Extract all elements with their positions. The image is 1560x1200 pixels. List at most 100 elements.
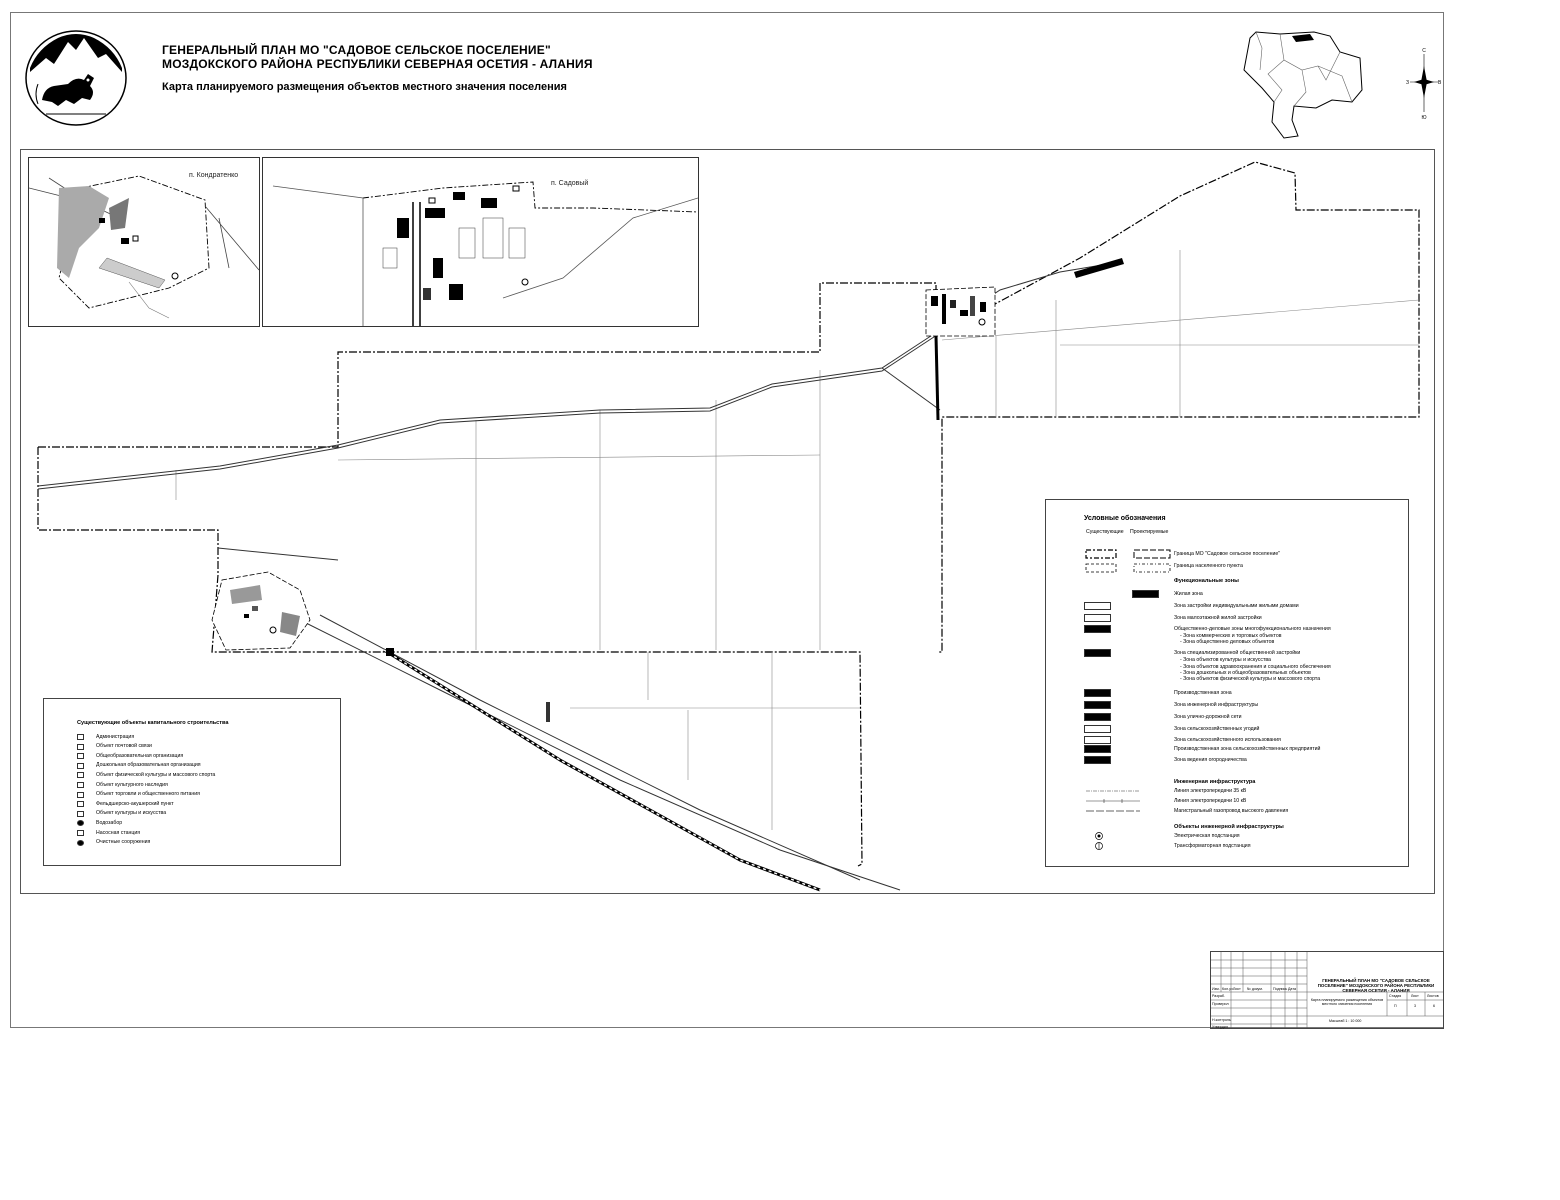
stamp-title: ГЕНЕРАЛЬНЫЙ ПЛАН МО "САДОВОЕ СЕЛЬСКОЕ ПО… [1317,978,1435,993]
compass-w: З [1406,80,1409,86]
legend-object-label: Водозабор [96,819,123,826]
legend-zone-label: Зона застройки индивидуальными жилыми до… [1174,603,1299,609]
legend-object-label: Фельдшерско-акушерский пункт [96,800,174,807]
legend-infra-0: Линия электропередачи 35 кВ [1174,788,1247,794]
legend-zone-label: Общественно-деловые зоны многофункционал… [1174,626,1331,632]
facility-marker [546,702,550,722]
legend-col-existing: Существующие [1086,529,1124,535]
zone-swatch [1132,590,1159,598]
stamp-row-list: Лист [1233,987,1241,991]
stamp-sheets: 6 [1433,1004,1435,1008]
legend-object-label: Насосная станция [96,829,141,836]
stamp-row-approve: Утвердил [1212,1025,1228,1029]
legend-object-label: Общеобразовательная организация [96,752,184,759]
legend-zone-label: Зона сельскохозяйственного использования [1174,737,1281,743]
stamp-row-kol: Кол.уч [1222,987,1233,991]
legend-object-label: Объект почтовой связи [96,743,152,750]
post-office-icon [77,743,84,750]
heritage-icon [77,782,84,788]
zone-swatch [1084,701,1111,709]
legend-object-label: Объект физической культуры и массового с… [96,771,216,778]
legend-boundary-settlement: Граница населенного пункта [1174,563,1243,569]
locator-map [1243,31,1363,139]
legend-zone-label: - Зона дошкольных и общеобразовательных … [1180,670,1311,676]
infra-line-symbols [1086,790,1140,812]
zone-swatch [1084,745,1111,753]
zone-swatch [1084,625,1111,633]
culture-icon [77,810,84,817]
stamp-sheet-name: Карта планируемого размещения объектов м… [1310,998,1384,1007]
zone-swatch [1084,713,1111,721]
legend-zone-label: Зона инженерной инфраструктуры [1174,702,1259,708]
legend-zone-label: Производственная зона сельскохозяйственн… [1174,746,1321,752]
settlement-kondratenko-small [211,571,311,651]
legend-zone-label: - Зона общественно деловых объектов [1180,639,1275,645]
legend-objects-title: Существующие объекты капитального строит… [77,720,229,726]
legend-objects-infra-head: Объекты инженерной инфраструктуры [1174,824,1284,830]
medical-icon [77,801,84,808]
stamp-sheet: 3 [1414,1004,1416,1008]
legend-zone-label: - Зона коммерческих и торговых объектов [1180,633,1282,639]
legend-zone-label: - Зона объектов здравоохранения и социал… [1180,664,1331,670]
roads [37,261,1121,891]
legend-zones-head: Функциональные зоны [1174,578,1239,584]
zone-swatch [1084,689,1111,697]
legend-col-planned: Проектируемые [1130,529,1169,535]
water-intake-icon [77,820,84,827]
stamp-row-dev: Разраб. [1212,994,1225,998]
legend-object-label: Очистные сооружения [96,839,151,846]
inset-kondratenko-map [28,175,260,319]
treatment-plant-icon [77,839,84,846]
legend-boundary-mo: Граница МО "Садовое сельское поселение" [1174,551,1281,557]
administration-icon [77,734,84,740]
legend-object-label: Объект культуры и искусства [96,810,167,817]
legend-zone-label: Зона малоэтажной жилой застройки [1174,615,1262,621]
title-block: Изм. Кол.уч Лист № докум. Подпись Дата Р… [1210,951,1444,1029]
sport-icon [77,772,84,779]
settlement-industrial-strip [1074,258,1124,278]
settlement-sadovy-small [925,286,996,337]
compass-rose-icon: С Ю З В [1406,48,1442,120]
field-lines [175,250,1420,830]
title-block-grid [1211,952,1443,1028]
kindergarten-icon [77,762,84,769]
legend-zone-label: Производственная зона [1174,690,1232,696]
legend-zone-label: Зона улично-дорожной сети [1174,714,1242,720]
stamp-row-date: Дата [1288,987,1296,991]
substation-marker [386,648,394,656]
legend-title: Условные обозначения [1084,515,1166,522]
railway [383,335,940,892]
map-frame [20,149,1435,894]
zone-swatch [1084,725,1111,733]
boundary-symbols [1085,549,1171,573]
substation-icons [1095,832,1103,850]
coat-of-arms-emblem [25,30,127,126]
inset-kondratenko-label: п. Кондратенко [189,172,239,179]
stamp-stage-head: Стадия [1389,994,1402,998]
stamp-row-doc: № докум. [1247,987,1263,991]
legend-objects: Существующие объекты капитального строит… [43,698,341,866]
school-icon [77,753,84,760]
compass-s: Ю [1421,115,1426,120]
stamp-sheet-head: Лист [1411,994,1419,998]
legend-object-label: Объект торговли и общественного питания [96,791,200,798]
stamp-row-nk: Н.контроль [1212,1018,1231,1022]
stamp-scale: Масштаб 1 : 10 000 [1329,1019,1362,1023]
legend-zone-label: - Зона объектов культуры и искусства [1180,657,1271,663]
stamp-sheets-head: Листов [1427,994,1439,998]
legend-infra-head: Инженерная инфраструктура [1174,779,1256,785]
trade-icon [77,791,84,798]
legend-zone-label: Зона сельскохозяйственных угодий [1174,726,1260,732]
inset-sadovy-label: п. Садовый [551,180,589,187]
zone-swatch [1084,649,1111,657]
legend-zone-label: - Зона объектов физической культуры и ма… [1180,676,1321,682]
legend-zone-label: Зона ведения огородничества [1174,757,1247,763]
legend-object-label: Администрация [96,733,135,740]
legend-zone-label: Зона специализированной общественной зас… [1174,650,1301,656]
zone-swatch [1084,736,1111,744]
legend-main: Условные обозначения Существующие Проект… [1045,499,1409,867]
legend-object-0: Электрическая подстанция [1174,833,1240,839]
compass-n: С [1422,48,1426,54]
map-title-line-1: ГЕНЕРАЛЬНЫЙ ПЛАН МО "САДОВОЕ СЕЛЬСКОЕ ПО… [162,43,551,57]
compass-e: В [1438,80,1442,86]
